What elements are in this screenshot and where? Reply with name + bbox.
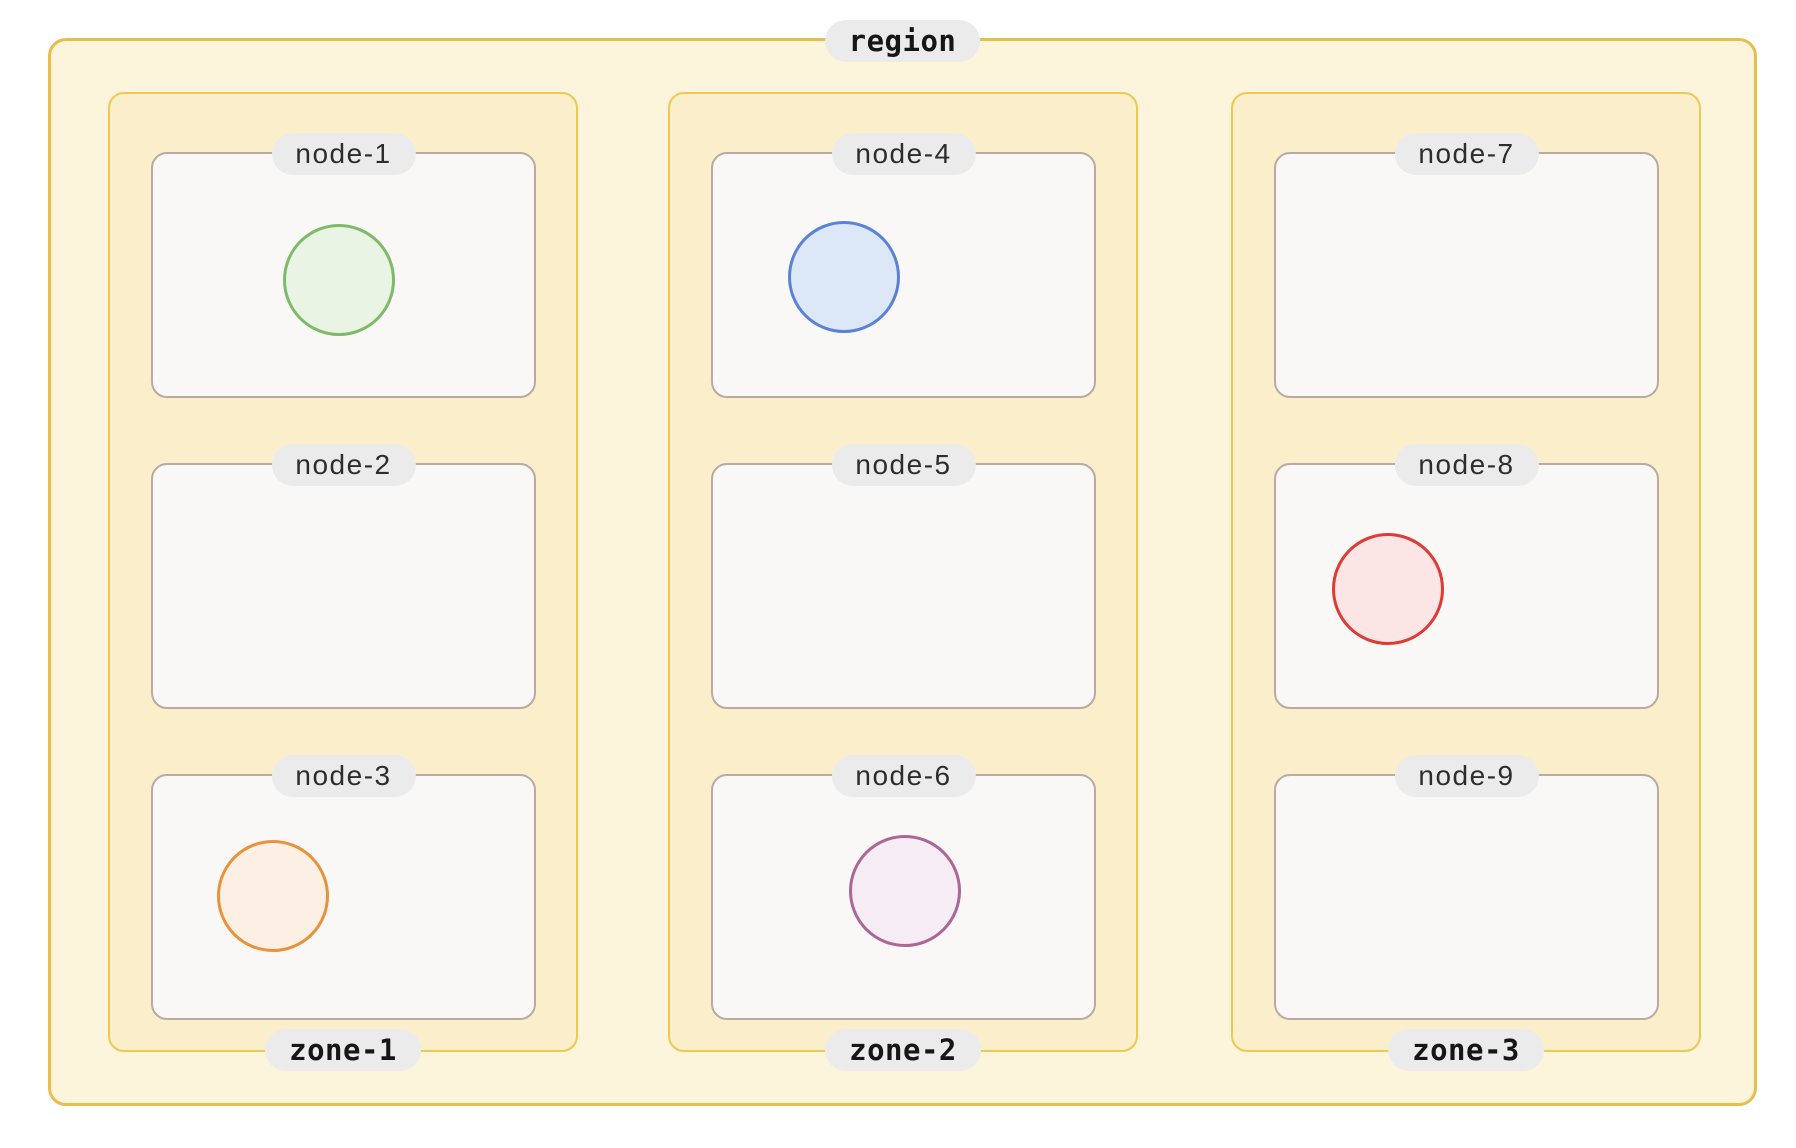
zone-container-zone-2: node-4 node-5 node-6 zone-2 [668,92,1138,1071]
node-box-node-1: node-1 [151,133,536,398]
node-label-node-9: node-9 [1394,755,1539,797]
node-label-node-3: node-3 [271,755,416,797]
node-label-node-5: node-5 [831,444,976,486]
node-label-node-8: node-8 [1394,444,1539,486]
node-box-node-6: node-6 [711,755,1096,1020]
node-box-node-3: node-3 [151,755,536,1020]
node-box-node-9: node-9 [1274,755,1659,1020]
zone-container-zone-1: node-1 node-2 node-3 zone-1 [108,92,578,1071]
zone-container-zone-3: node-7 node-8 node-9 zone-3 [1231,92,1701,1071]
orange-pod-circle [217,840,329,952]
zone-label-zone-1: zone-1 [265,1029,421,1071]
node-label-node-6: node-6 [831,755,976,797]
zone-label-zone-3: zone-3 [1388,1029,1544,1071]
node-box-node-4: node-4 [711,133,1096,398]
zone-label-zone-2: zone-2 [825,1029,981,1071]
purple-pod-circle [849,835,961,947]
node-label-node-4: node-4 [831,133,976,175]
node-box-node-7: node-7 [1274,133,1659,398]
node-box-node-5: node-5 [711,444,1096,709]
node-box-node-2: node-2 [151,444,536,709]
node-label-node-7: node-7 [1394,133,1539,175]
region-label: region [824,20,981,62]
node-label-node-1: node-1 [271,133,416,175]
green-pod-circle [283,224,395,336]
node-box-node-8: node-8 [1274,444,1659,709]
node-label-node-2: node-2 [271,444,416,486]
blue-pod-circle [788,221,900,333]
red-pod-circle [1332,533,1444,645]
